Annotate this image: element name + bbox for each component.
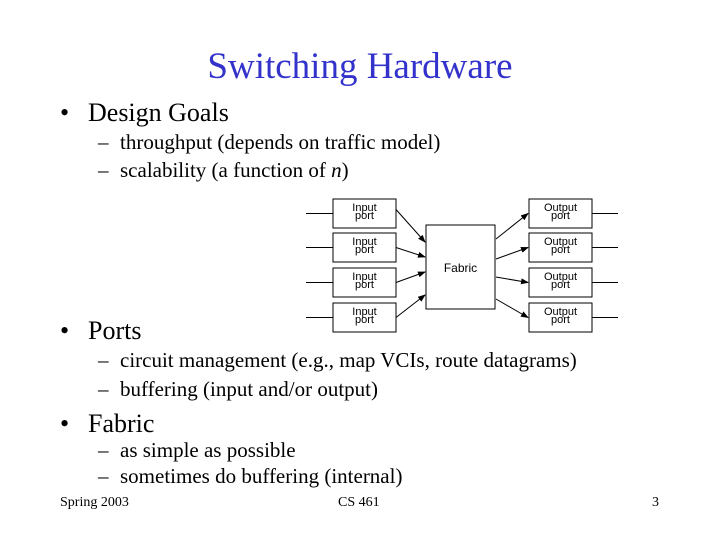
bullet-icon: •	[60, 316, 70, 345]
sub-bullet-text: circuit management (e.g., map VCIs, rout…	[120, 348, 577, 372]
sub-bullet-text: as simple as possible	[120, 438, 296, 462]
fabric-box	[425, 224, 496, 310]
dash-icon: –	[98, 158, 109, 182]
input-port-label: Input	[352, 236, 376, 248]
output-port-box	[528, 232, 593, 263]
output-port-label: port	[551, 210, 570, 222]
input-arrow	[395, 271, 426, 283]
sub-bullet-circuit-management: –circuit management (e.g., map VCIs, rou…	[98, 348, 577, 373]
footer-page-number: 3	[652, 495, 659, 510]
input-port-label: port	[355, 279, 374, 291]
output-port-label: Output	[544, 271, 577, 283]
variable-n: n	[331, 158, 342, 182]
output-port-label: Output	[544, 306, 577, 318]
output-arrow	[495, 298, 529, 319]
bullet-design-goals: • Design Goals	[60, 98, 229, 128]
fabric-label: Fabric	[444, 261, 477, 275]
output-port-box	[528, 198, 593, 229]
sub-bullet-scalability: –scalability (a function of n)	[98, 158, 349, 183]
sub-bullet-text-end: )	[341, 158, 349, 182]
output-port-label: port	[551, 314, 570, 326]
sub-bullet-text: buffering (input and/or output)	[120, 377, 378, 401]
input-port-box	[332, 232, 397, 263]
output-port-box	[528, 302, 593, 333]
input-arrow	[395, 294, 426, 318]
bullet-icon: •	[60, 98, 70, 127]
output-port-label: port	[551, 279, 570, 291]
sub-bullet-text: scalability (a function of	[120, 158, 332, 182]
bullet-heading: Ports	[88, 316, 142, 345]
sub-bullet-text: throughput (depends on traffic model)	[120, 130, 441, 154]
input-port-label: port	[355, 314, 374, 326]
slide-title: Switching Hardware	[207, 46, 513, 87]
input-port-label: port	[355, 244, 374, 256]
sub-bullet-text: sometimes do buffering (internal)	[120, 464, 403, 488]
bullet-ports: • Ports	[60, 316, 141, 346]
output-port-label: Output	[544, 202, 577, 214]
bullet-heading: Fabric	[88, 409, 155, 438]
sub-bullet-internal-buffering: –sometimes do buffering (internal)	[98, 464, 402, 489]
input-port-label: Input	[352, 306, 376, 318]
dash-icon: –	[98, 438, 109, 462]
output-port-label: port	[551, 244, 570, 256]
sub-bullet-buffering: –buffering (input and/or output)	[98, 377, 378, 402]
output-arrow	[495, 212, 529, 240]
dash-icon: –	[98, 464, 109, 488]
footer-date: Spring 2003	[60, 495, 129, 510]
input-port-label: port	[355, 210, 374, 222]
bullet-fabric: • Fabric	[60, 409, 154, 439]
bullet-icon: •	[60, 409, 70, 438]
input-port-label: Input	[352, 271, 376, 283]
bullet-heading: Design Goals	[88, 98, 229, 127]
dash-icon: –	[98, 130, 109, 154]
input-arrow	[395, 209, 426, 243]
input-arrow	[395, 247, 426, 258]
dash-icon: –	[98, 377, 109, 401]
output-arrow	[495, 247, 529, 260]
input-port-label: Input	[352, 202, 376, 214]
output-arrow	[495, 276, 529, 285]
output-port-label: Output	[544, 236, 577, 248]
footer-course: CS 461	[338, 495, 380, 510]
dash-icon: –	[98, 348, 109, 372]
input-port-box	[332, 302, 397, 333]
sub-bullet-throughput: –throughput (depends on traffic model)	[98, 130, 440, 155]
sub-bullet-simple: –as simple as possible	[98, 438, 296, 463]
input-port-box	[332, 198, 397, 229]
